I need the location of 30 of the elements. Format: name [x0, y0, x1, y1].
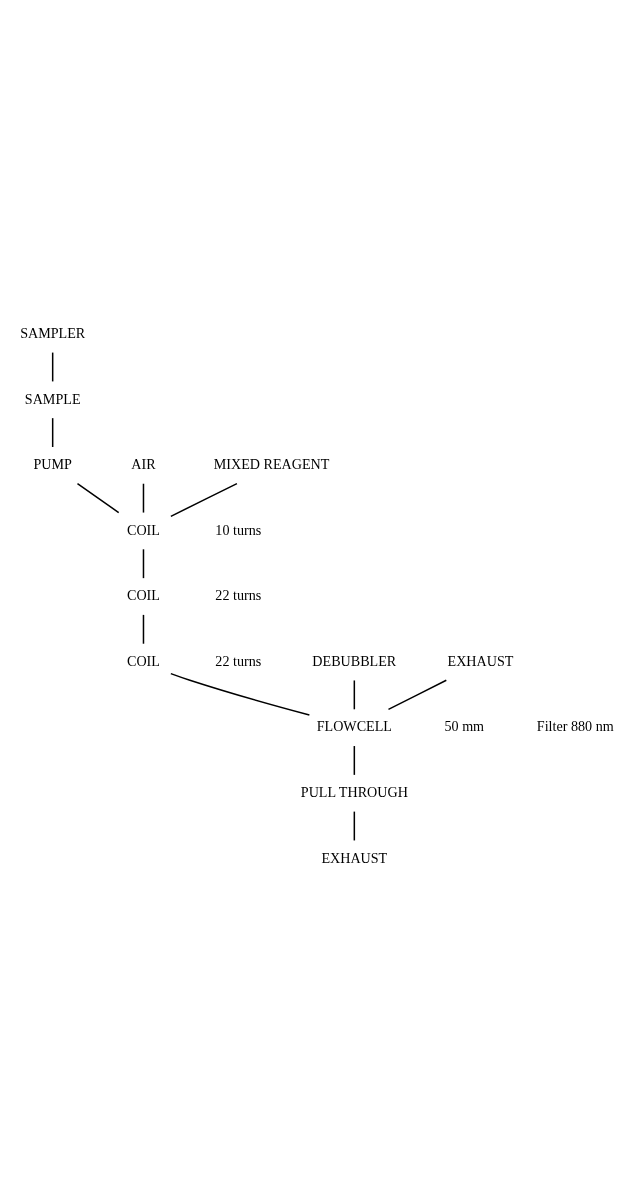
connector [170, 482, 238, 517]
node-text: SAMPLE [24, 390, 81, 406]
connector [142, 482, 145, 513]
connector [51, 416, 54, 448]
connector [387, 679, 448, 710]
node-text: SAMPLER [20, 324, 86, 341]
node-text: DEBUBBLER [312, 652, 397, 669]
connector [51, 351, 54, 382]
connector [353, 679, 356, 710]
node-label: 22 turns [215, 652, 262, 669]
node-label: Filter 880 nm [536, 717, 614, 734]
connector [353, 744, 356, 776]
node-text: MIXED REAGENT [213, 455, 330, 472]
connector [142, 613, 145, 644]
node-text: COIL [127, 586, 160, 603]
node-label: 22 turns [215, 586, 262, 603]
connector [76, 482, 120, 513]
node-text: PUMP [33, 455, 72, 472]
node-text: AIR [131, 455, 156, 472]
node-text: EXHAUST [321, 849, 388, 866]
connector [353, 810, 356, 841]
connector [142, 548, 145, 579]
node-text: FLOWCELL [316, 717, 392, 734]
node-text: EXHAUST [447, 652, 514, 669]
node-label: 50 mm [444, 717, 485, 734]
node-text: PULL THROUGH [300, 783, 408, 800]
node-label: 10 turns [215, 521, 262, 538]
connector [170, 672, 311, 716]
node-text: COIL [127, 521, 160, 538]
node-text: COIL [127, 652, 160, 669]
